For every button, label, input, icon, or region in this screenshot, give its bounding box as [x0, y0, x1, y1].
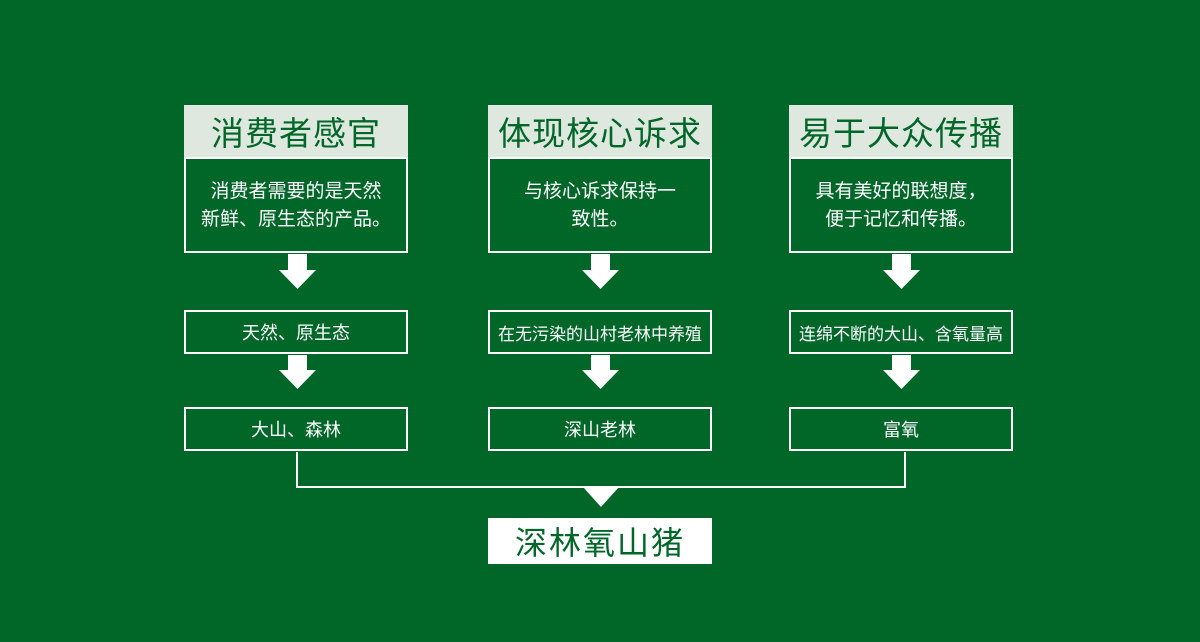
column-3-description: 具有美好的联想度， 便于记忆和传播。	[789, 157, 1013, 253]
column-2-header: 体现核心诉求	[488, 105, 712, 157]
arrow-down-icon	[883, 254, 920, 289]
column-3-step-2: 富氧	[789, 407, 1013, 451]
arrow-down-icon	[582, 355, 619, 389]
column-2-description: 与核心诉求保持一 致性。	[488, 157, 712, 253]
arrow-down-icon	[582, 254, 619, 289]
column-3-description-line-1: 具有美好的联想度，	[815, 180, 987, 202]
column-1-description-line-2: 新鲜、原生态的产品。	[200, 208, 391, 230]
column-1-description-line-1: 消费者需要的是天然	[210, 180, 382, 202]
arrow-down-icon	[883, 355, 920, 389]
merge-bracket-line	[296, 452, 906, 488]
column-2-step-1: 在无污染的山村老林中养殖	[488, 310, 712, 354]
column-2-description-line-2: 致性。	[571, 208, 629, 230]
column-3-header: 易于大众传播	[789, 105, 1013, 157]
column-3-description-line-2: 便于记忆和传播。	[824, 208, 977, 230]
column-1-step-1: 天然、原生态	[184, 310, 408, 354]
column-1-description: 消费者需要的是天然 新鲜、原生态的产品。	[184, 157, 408, 253]
merge-triangle-icon	[583, 487, 619, 507]
column-2-step-2: 深山老林	[488, 407, 712, 451]
column-1-step-2: 大山、森林	[184, 407, 408, 451]
result-box: 深林氧山猪	[488, 518, 712, 564]
arrow-down-icon	[279, 355, 316, 389]
arrow-down-icon	[279, 254, 316, 289]
column-3-step-1: 连绵不断的大山、含氧量高	[789, 310, 1013, 354]
column-1-header: 消费者感官	[184, 105, 408, 157]
column-2-description-line-1: 与核心诉求保持一	[523, 180, 676, 202]
